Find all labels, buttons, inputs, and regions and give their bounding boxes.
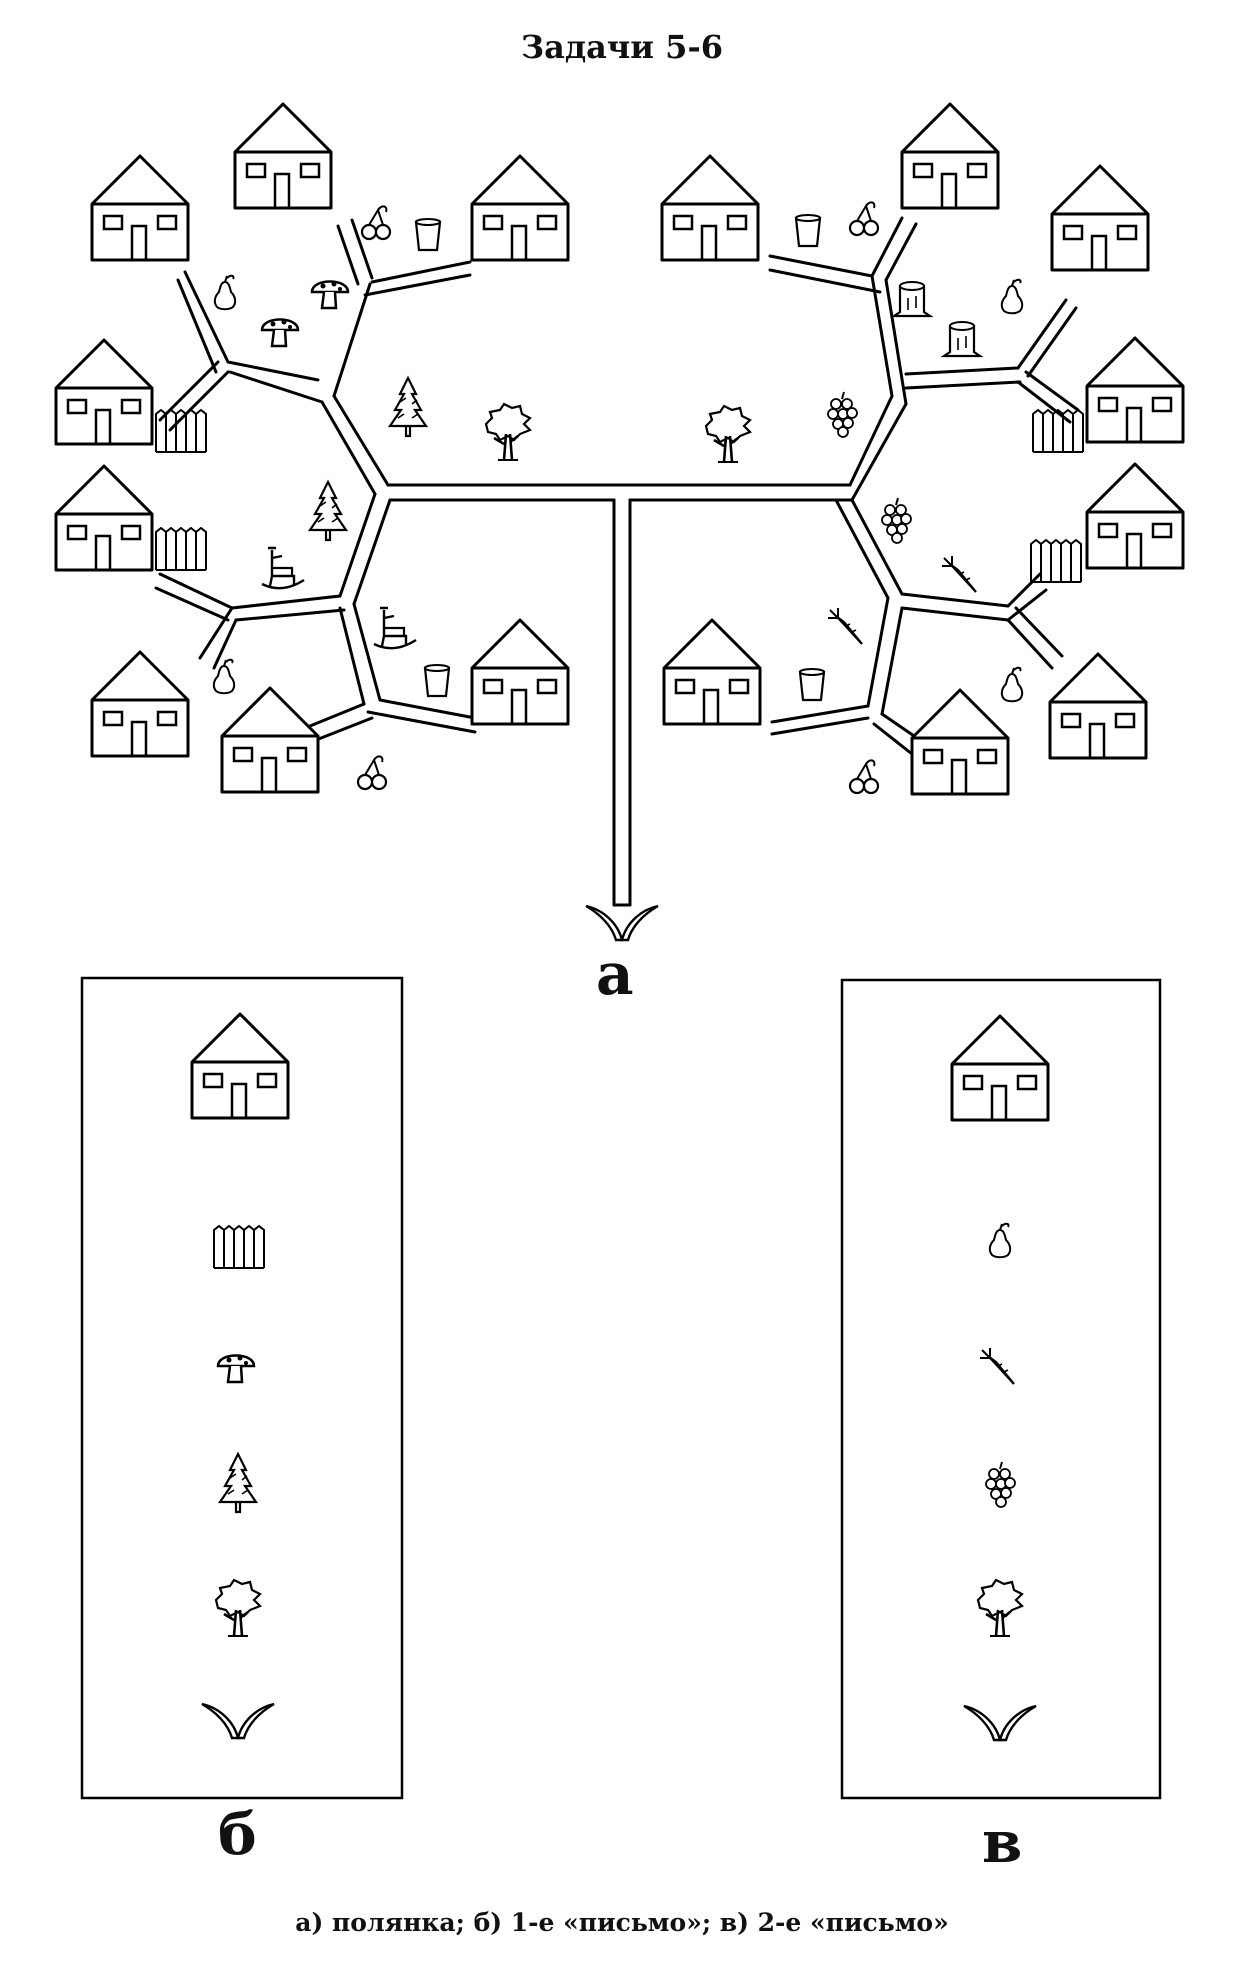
label-main: а: [596, 940, 634, 1008]
carrot-icon: [978, 1346, 1016, 1386]
mushroom-icon: [216, 1354, 256, 1384]
cup-icon: [794, 213, 822, 248]
house-icon: [190, 1012, 290, 1120]
house-icon: [900, 102, 1000, 210]
pear-icon: [1000, 278, 1024, 315]
house-icon: [233, 102, 333, 210]
cherry-icon: [848, 759, 880, 795]
figure-caption: а) полянка; б) 1-е «письмо»; в) 2-е «пис…: [295, 1908, 949, 1937]
tree-icon: [976, 1578, 1024, 1638]
sprout-icon: [200, 1702, 276, 1740]
mushroom-icon: [260, 318, 300, 348]
fir-tree-icon: [218, 1452, 258, 1514]
house-icon: [470, 154, 570, 262]
house-icon: [54, 338, 154, 446]
grapes-icon: [827, 391, 858, 438]
tree-icon: [214, 1578, 262, 1638]
house-icon: [220, 686, 320, 794]
tree-icon: [704, 404, 752, 464]
house-icon: [54, 464, 154, 572]
fence-icon: [1032, 409, 1084, 453]
label-letter-2: в: [982, 1808, 1023, 1876]
page-title: Задачи 5-6: [521, 28, 723, 66]
rocking-chair-icon: [372, 606, 418, 650]
pear-icon: [1000, 666, 1024, 703]
sprout-icon: [584, 904, 660, 942]
cup-icon: [423, 663, 451, 698]
house-icon: [1048, 652, 1148, 760]
fence-icon: [155, 527, 207, 571]
house-icon: [662, 618, 762, 726]
pear-icon: [213, 274, 237, 311]
house-icon: [660, 154, 760, 262]
stump-icon: [942, 320, 982, 358]
grapes-icon: [881, 497, 912, 544]
grapes-icon: [985, 1461, 1016, 1508]
house-icon: [910, 688, 1010, 796]
tree-icon: [484, 402, 532, 462]
cup-icon: [798, 667, 826, 702]
cherry-icon: [848, 201, 880, 237]
paths-map: [154, 216, 1080, 907]
carrot-icon: [826, 606, 864, 646]
label-letter-1: б: [218, 1800, 257, 1868]
house-icon: [1085, 336, 1185, 444]
carrot-icon: [940, 554, 978, 594]
fir-tree-icon: [388, 376, 428, 438]
stump-icon: [892, 280, 932, 318]
cherry-icon: [356, 755, 388, 791]
fence-icon: [213, 1225, 265, 1269]
letter-2-panel: [840, 978, 1162, 1800]
fir-tree-icon: [308, 480, 348, 542]
house-icon: [90, 650, 190, 758]
rocking-chair-icon: [260, 546, 306, 590]
cup-icon: [414, 217, 442, 252]
house-icon: [470, 618, 570, 726]
house-icon: [950, 1014, 1050, 1122]
mushroom-icon: [310, 280, 350, 310]
house-icon: [1050, 164, 1150, 272]
pear-icon: [988, 1222, 1012, 1259]
house-icon: [1085, 462, 1185, 570]
house-icon: [90, 154, 190, 262]
sprout-icon: [962, 1704, 1038, 1742]
cherry-icon: [360, 205, 392, 241]
letter-1-panel: [80, 976, 404, 1800]
